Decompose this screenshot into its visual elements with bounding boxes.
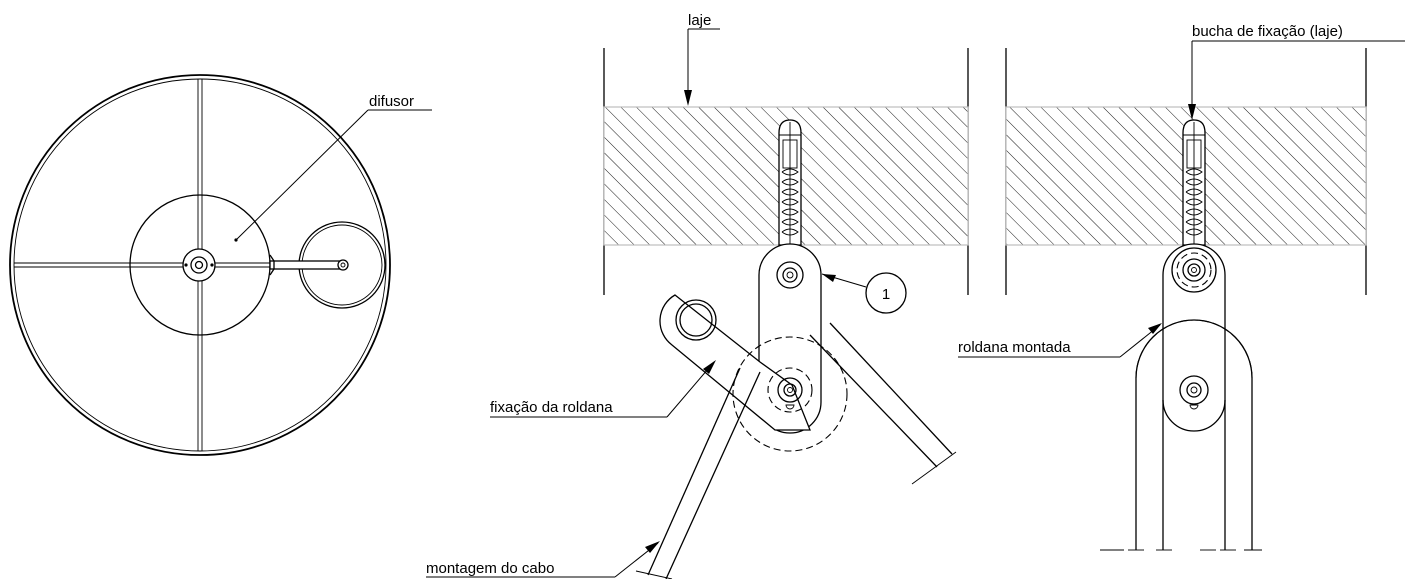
fixation-arm bbox=[659, 294, 811, 431]
mounted-top-wheel-inner bbox=[1187, 263, 1201, 277]
hub-dot-left bbox=[184, 263, 188, 267]
montagem-cabo-label: montagem do cabo bbox=[426, 560, 554, 577]
pulley-lower-wheel-pin bbox=[787, 387, 793, 393]
mounted-lower-wheel-pin bbox=[1190, 386, 1198, 394]
bracket-top-wheel bbox=[776, 261, 804, 289]
section-view-mounted: bucha de fixação (laje) roldana montada bbox=[958, 23, 1405, 551]
mounted-top-wheel-outer bbox=[1171, 247, 1217, 293]
anchor-thread bbox=[781, 168, 799, 236]
pulley-lower-hook bbox=[785, 404, 795, 410]
hub-outer bbox=[182, 248, 216, 282]
fixacao-roldana-label: fixação da roldana bbox=[490, 399, 613, 416]
pulley-lower-wheel-inner bbox=[783, 383, 797, 397]
mounted-lower-hook bbox=[1189, 404, 1199, 410]
difusor-leader bbox=[235, 109, 369, 241]
mounted-lower-wheel-mid bbox=[1186, 382, 1202, 398]
cable-break bbox=[635, 570, 673, 579]
montagem-cabo-arrowhead bbox=[645, 541, 660, 553]
mounted-top-wheel-pin bbox=[1191, 267, 1197, 273]
callout-1-arrowhead bbox=[822, 274, 836, 282]
rope-right-break bbox=[911, 451, 957, 485]
hub-mid bbox=[190, 256, 208, 274]
fixation-arm-hole bbox=[675, 299, 717, 341]
anchor-bolt-sleeve bbox=[782, 139, 798, 169]
pulley-lower-wheel bbox=[777, 377, 803, 403]
hub-dot-right bbox=[210, 263, 214, 267]
anchor-bolt-sleeve-right bbox=[1186, 139, 1202, 169]
callout-1-circle bbox=[865, 272, 907, 314]
pulley-pin bbox=[337, 259, 349, 271]
bracket-top-wheel-pin bbox=[786, 271, 794, 279]
roldana-montada-arrowhead bbox=[1148, 323, 1162, 334]
plan-view-diffuser: difusor bbox=[9, 74, 432, 456]
fixacao-roldana-arrowhead bbox=[703, 360, 716, 374]
anchor-thread-right bbox=[1185, 168, 1203, 236]
difusor-label: difusor bbox=[369, 93, 414, 110]
fixation-arm-hole-inner bbox=[679, 303, 713, 337]
bucha-label: bucha de fixação (laje) bbox=[1192, 23, 1343, 40]
outer-ring-inner bbox=[13, 78, 387, 452]
cable-b bbox=[665, 371, 761, 579]
hub-inner bbox=[194, 260, 204, 270]
rope-right-a bbox=[809, 334, 938, 468]
laje-arrowhead bbox=[684, 90, 692, 106]
pulley-arm bbox=[269, 260, 343, 270]
roldana-montada-label: roldana montada bbox=[958, 339, 1071, 356]
cable-a bbox=[647, 367, 741, 576]
mounted-top-wheel-mid bbox=[1182, 258, 1206, 282]
bucha-arrowhead bbox=[1188, 104, 1196, 120]
pulley-dashed-outer bbox=[732, 336, 848, 452]
callout-1-number: 1 bbox=[882, 286, 890, 303]
mounted-lower-wheel-outer bbox=[1179, 375, 1209, 405]
bracket-top-wheel-inner bbox=[782, 267, 798, 283]
outer-ring bbox=[9, 74, 391, 456]
laje-label: laje bbox=[688, 12, 711, 29]
section-view-mounting: 1 laje fixação da roldana montagem do ca… bbox=[426, 12, 969, 579]
rope-right-b bbox=[829, 322, 953, 455]
pulley-pin-inner bbox=[340, 262, 346, 268]
pulley-arm-end bbox=[269, 254, 275, 276]
pulley-dashed-inner bbox=[767, 367, 813, 413]
mounted-top-wheel-dash bbox=[1176, 252, 1212, 288]
mounted-arch-dashed bbox=[1135, 319, 1253, 379]
